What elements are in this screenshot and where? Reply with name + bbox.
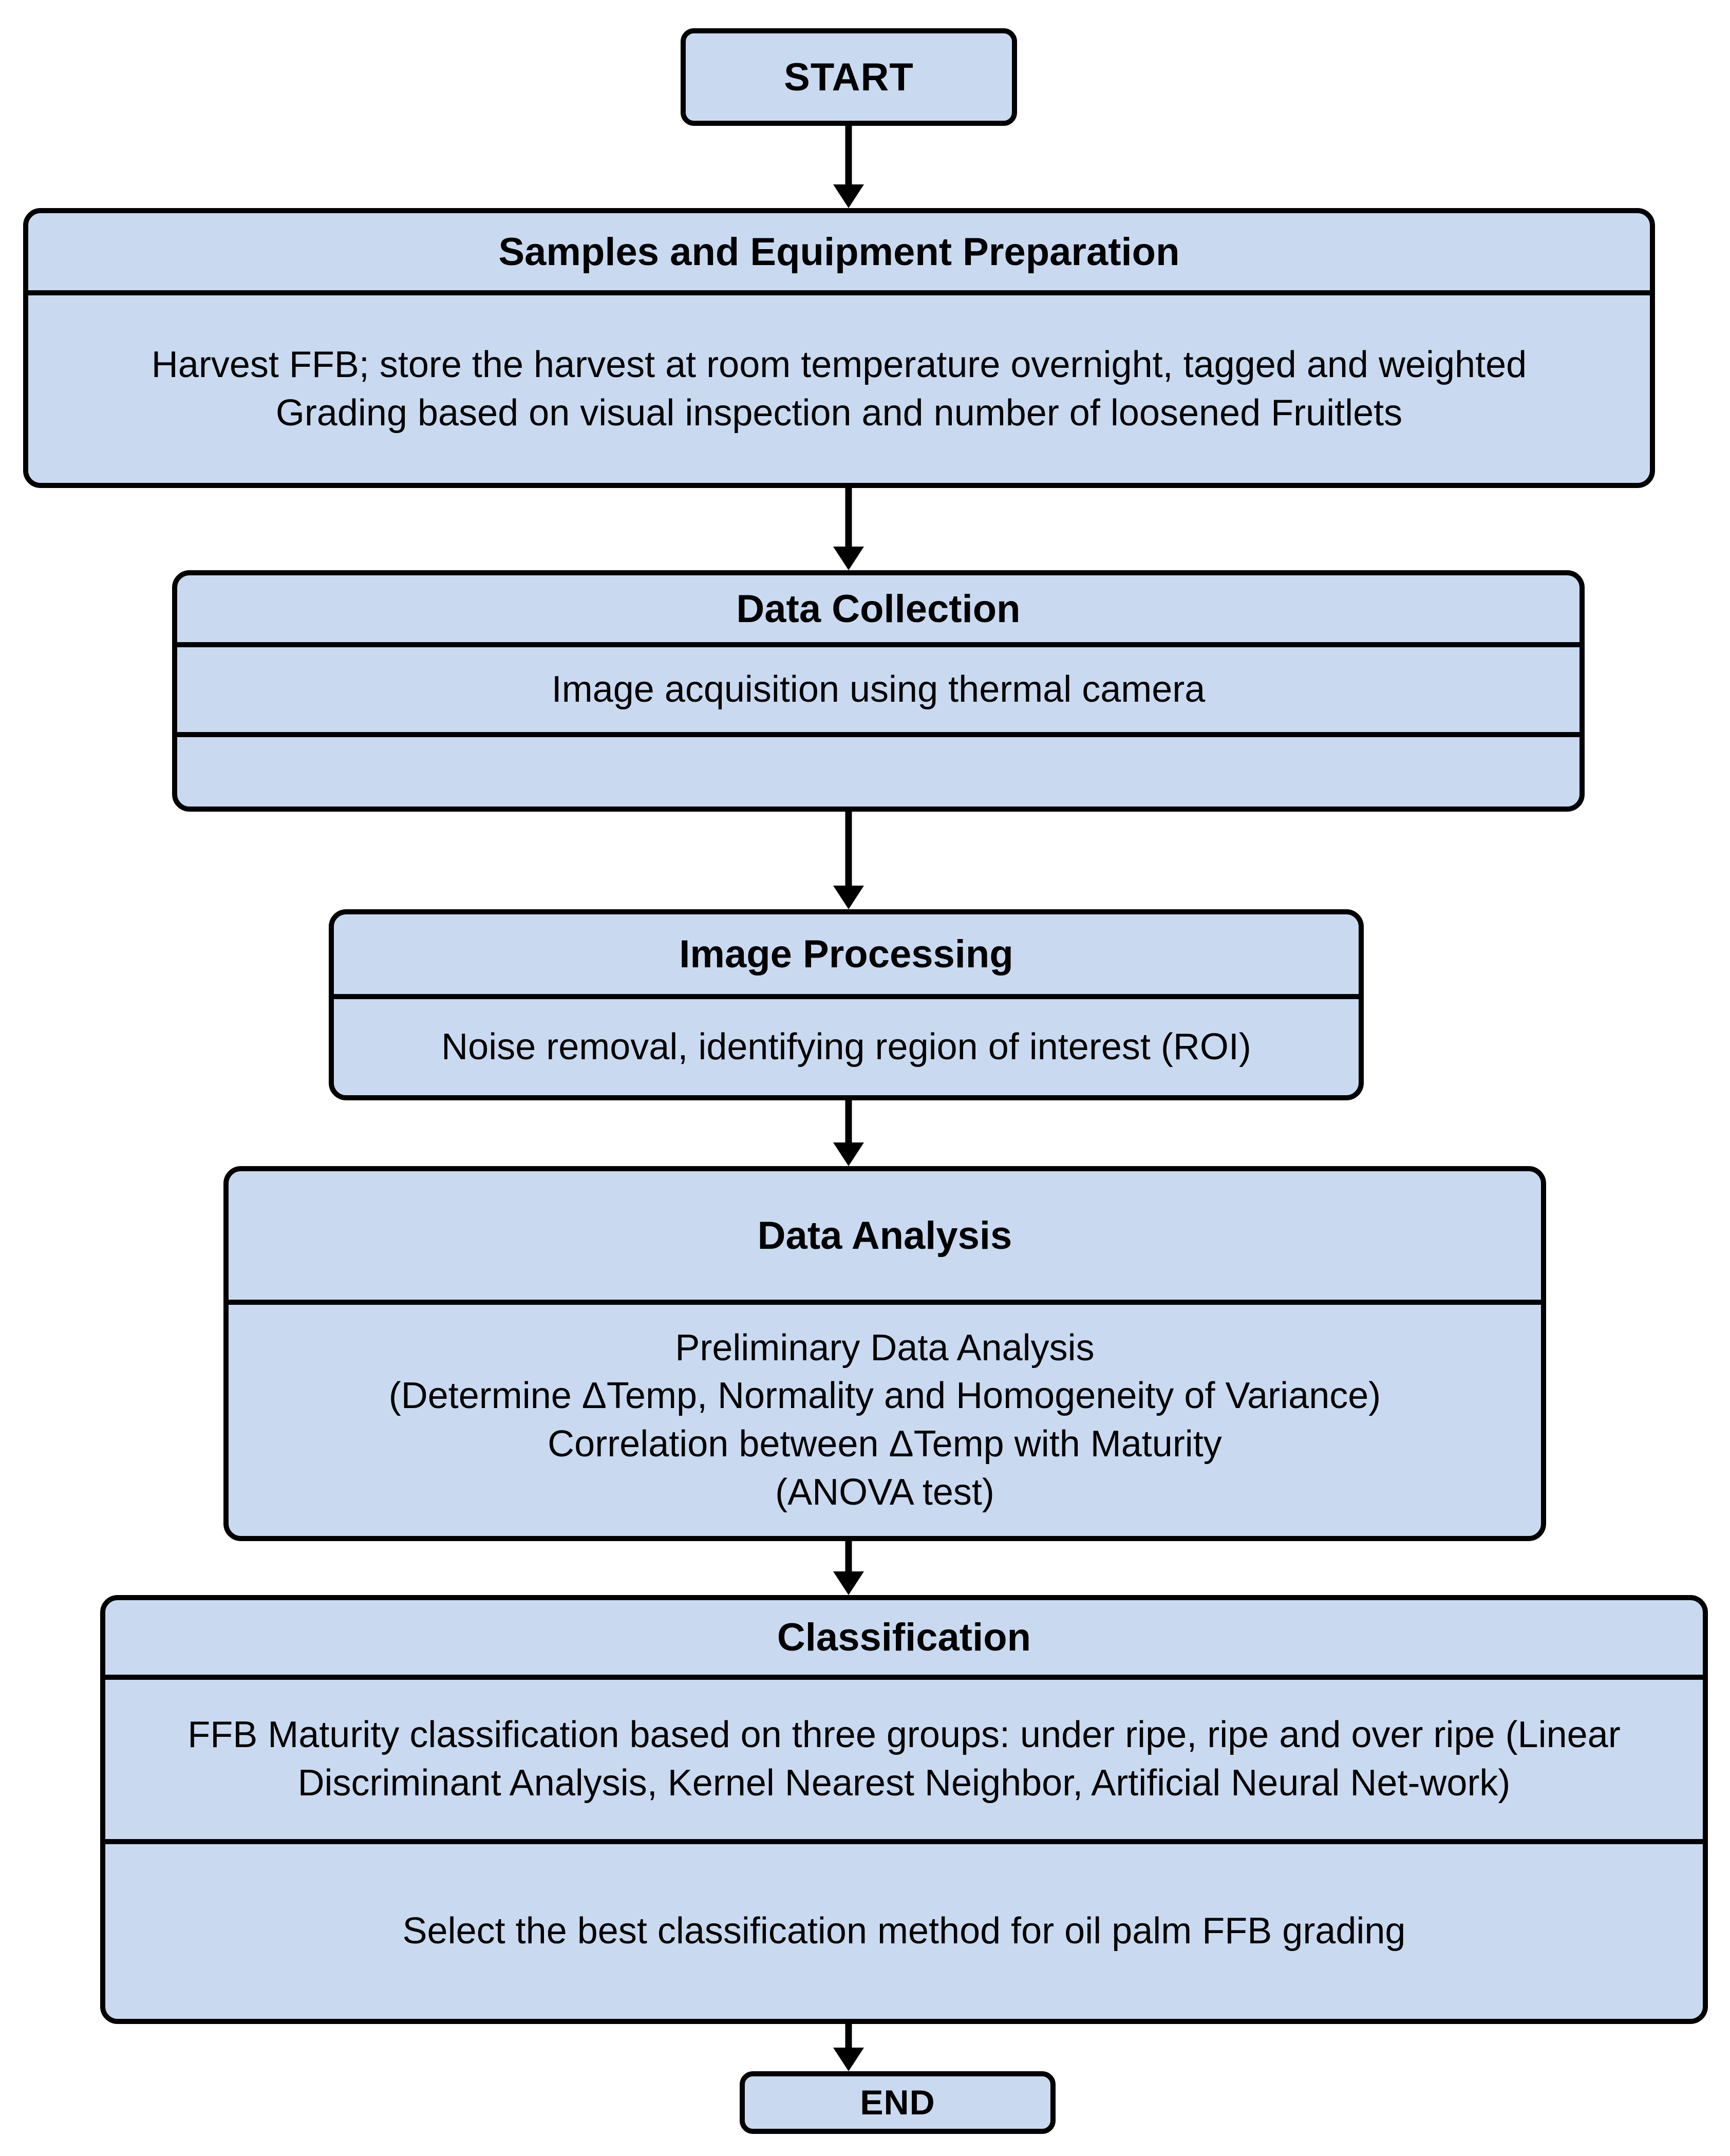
arrow-start-to-samples <box>833 126 864 208</box>
arrow-samples-to-data-collection <box>833 488 864 570</box>
node-data-collection-empty-section <box>177 732 1579 807</box>
node-data-analysis-body: Preliminary Data Analysis (Determine ΔTe… <box>229 1300 1541 1536</box>
node-classification[interactable]: Classification FFB Maturity classificati… <box>100 1595 1708 2024</box>
arrow-data-analysis-to-classification <box>833 1541 864 1595</box>
node-samples-header: Samples and Equipment Preparation <box>498 230 1180 274</box>
node-image-processing[interactable]: Image Processing Noise removal, identify… <box>329 909 1364 1100</box>
node-classification-header: Classification <box>777 1616 1031 1659</box>
node-data-collection-header: Data Collection <box>736 587 1021 631</box>
node-data-analysis-header: Data Analysis <box>757 1213 1012 1258</box>
node-image-processing-header: Image Processing <box>679 932 1013 976</box>
node-start[interactable]: START <box>681 28 1017 126</box>
node-start-label: START <box>784 55 914 99</box>
node-end-label: END <box>860 2083 935 2122</box>
node-data-analysis[interactable]: Data Analysis Preliminary Data Analysis … <box>223 1166 1546 1541</box>
arrow-image-processing-to-data-analysis <box>833 1100 864 1166</box>
node-data-collection[interactable]: Data Collection Image acquisition using … <box>172 570 1585 812</box>
node-data-collection-body: Image acquisition using thermal camera <box>177 642 1579 732</box>
node-classification-body: FFB Maturity classification based on thr… <box>105 1675 1703 1839</box>
node-samples-body: Harvest FFB; store the harvest at room t… <box>28 290 1650 483</box>
node-image-processing-body: Noise removal, identifying region of int… <box>334 994 1359 1095</box>
node-end[interactable]: END <box>740 2071 1056 2134</box>
arrow-data-collection-to-image-processing <box>833 812 864 909</box>
arrow-classification-to-end <box>833 2024 864 2071</box>
node-classification-footer: Select the best classification method fo… <box>105 1839 1703 2019</box>
node-samples-and-equipment-preparation[interactable]: Samples and Equipment Preparation Harves… <box>23 208 1655 488</box>
